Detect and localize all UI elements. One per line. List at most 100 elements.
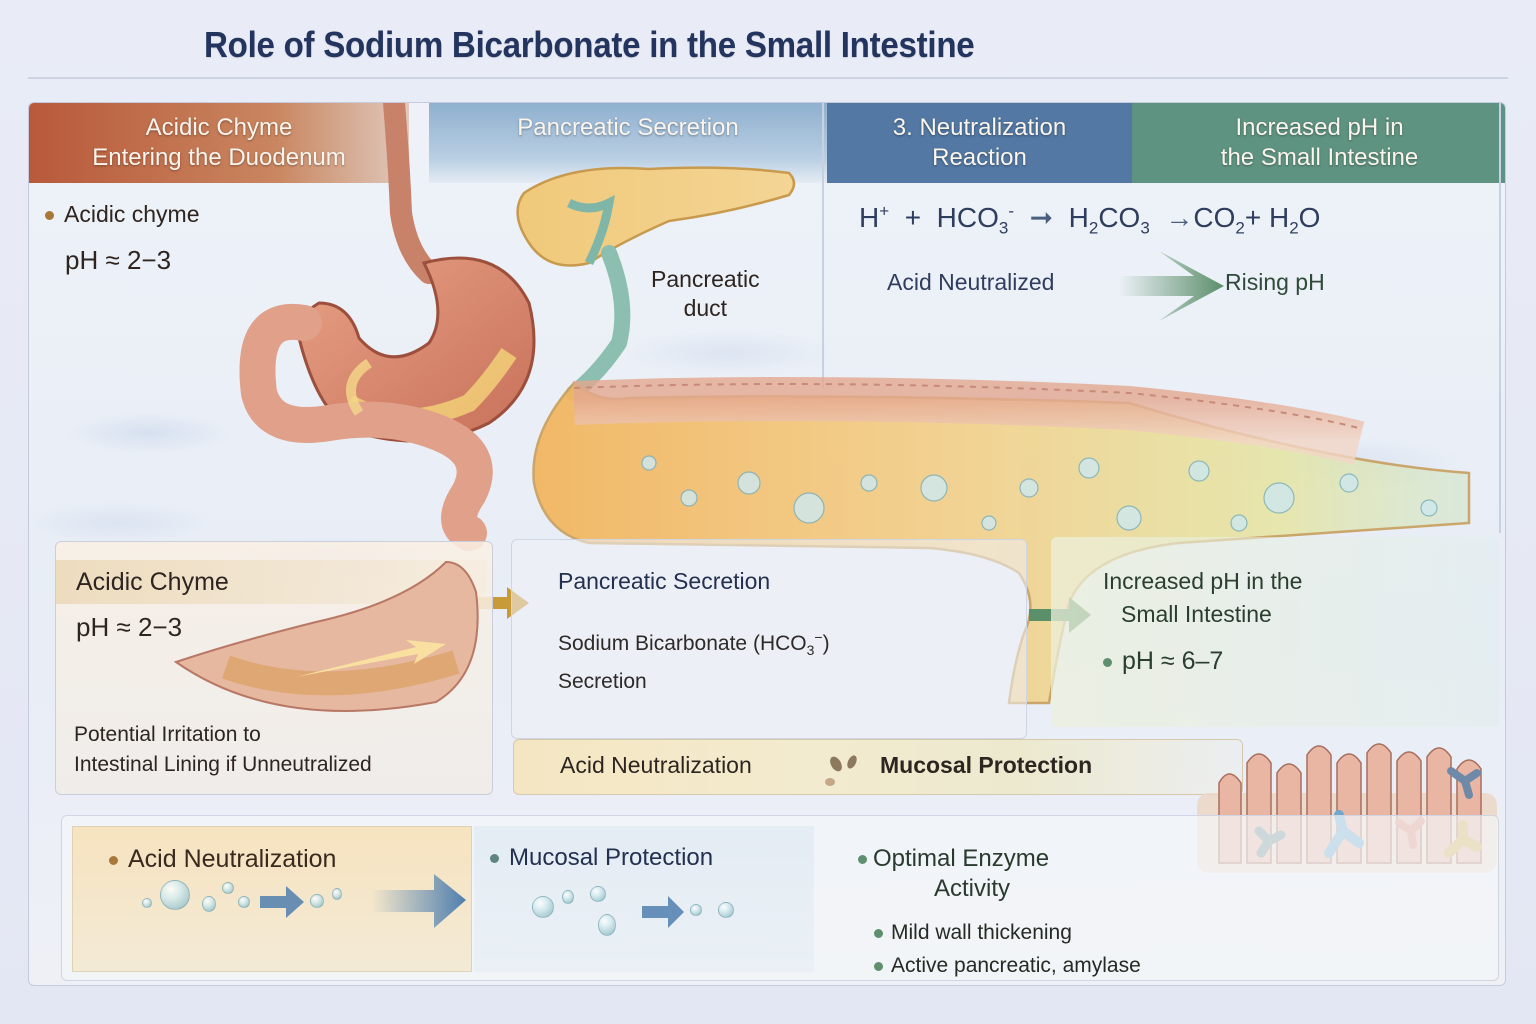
reaction-arrow-icon: ➞ — [1021, 202, 1061, 233]
description-line: Sodium Bicarbonate (HCO3−) — [558, 622, 830, 666]
formula-sub: 3 — [1140, 218, 1150, 238]
formula-sup: - — [1008, 201, 1015, 221]
formula-sub: 2 — [1235, 218, 1245, 238]
panel-title: Pancreatic Secretion — [558, 568, 771, 594]
formula-sub: 2 — [1289, 218, 1299, 238]
secretion-description: Sodium Bicarbonate (HCO3−) Secretion — [558, 622, 830, 697]
bubble-icon — [202, 896, 216, 912]
bullet-text: Acidic chyme — [64, 201, 200, 227]
enzyme-bullets: Mild wall thickening Active pancreatic, … — [874, 916, 1141, 980]
bullet-text: Active pancreatic, amylase — [891, 954, 1141, 977]
enzyme-bullet-item: Active pancreatic, amylase — [874, 949, 1141, 980]
acid-neutralized-label: Acid Neutralized — [887, 269, 1055, 295]
section-divider — [1499, 103, 1501, 533]
mucus-droplet-icon — [825, 755, 857, 786]
label-line: duct — [683, 295, 728, 321]
title-line: Small Intestine — [1121, 601, 1272, 627]
title-line: Activity — [934, 875, 1011, 902]
panel-title: Acidic Chyme — [76, 568, 229, 596]
bicarbonate-bubbles-icon — [641, 455, 1438, 532]
enzyme-bullet-item: Mild wall thickening — [874, 916, 1141, 949]
header-increased-ph: Increased pH in the Small Intestine — [1132, 103, 1505, 183]
bubble-icon — [160, 880, 190, 910]
reaction-arrow-icon: → — [1157, 202, 1194, 233]
bubble-icon — [718, 902, 734, 918]
increased-ph-value: pH ≈ 6–7 — [1103, 647, 1223, 676]
duodenum-icon — [239, 303, 493, 551]
increased-ph-panel: Increased pH in the Small Intestine pH ≈… — [1051, 537, 1499, 727]
card-title-text: Acid Neutralization — [128, 845, 337, 873]
header-line: the Small Intestine — [1220, 144, 1419, 171]
formula-sub: 2 — [1088, 218, 1099, 238]
formula-sup: + — [879, 201, 890, 221]
label-line: Pancreatic — [651, 266, 760, 292]
formula-operator: + — [904, 202, 922, 233]
formula-operator: + — [1244, 202, 1262, 233]
esophagus-icon — [383, 103, 440, 284]
bullet-dot — [874, 961, 883, 971]
diagram-frame: Acidic Chyme Entering the Duodenum Pancr… — [28, 102, 1506, 986]
irritated-intestine-icon — [173, 560, 479, 712]
pancreatic-secretion-panel: Pancreatic Secretion Sodium Bicarbonate … — [511, 539, 1027, 739]
bullet-dot — [874, 928, 883, 938]
note-line: Potential Irritation to — [74, 723, 261, 746]
bullet-text: pH ≈ 6–7 — [1122, 647, 1224, 675]
bubble-icon — [142, 898, 152, 908]
formula-term: CO — [1193, 202, 1236, 233]
header-acidic-chyme: Acidic Chyme Entering the Duodenum — [29, 103, 409, 183]
panel-ph: pH ≈ 2−3 — [76, 612, 183, 642]
formula-sub: 3 — [806, 642, 815, 659]
bubble-icon — [690, 904, 702, 916]
benefit-bar: Acid Neutralization Mucosal Protection — [513, 739, 1243, 795]
header-line: Entering the Duodenum — [92, 144, 346, 171]
formula-term: H — [859, 202, 880, 233]
bullet-dot — [858, 855, 867, 865]
chyme-ph: pH ≈ 2−3 — [65, 245, 172, 275]
header-line: Pancreatic Secretion — [517, 114, 739, 141]
panel-title: Increased pH in the Small Intestine — [1103, 565, 1302, 631]
bullet-dot — [490, 854, 499, 864]
card-title-text: Mucosal Protection — [509, 844, 714, 871]
text-part: ) — [822, 632, 830, 655]
bubble-icon — [532, 896, 554, 918]
pancreas-icon — [516, 166, 796, 267]
text-part: Sodium Bicarbonate (HCO — [558, 632, 807, 655]
header-line: Increased pH in — [1235, 114, 1404, 141]
formula-sub: 3 — [998, 218, 1009, 238]
bubble-icon — [332, 888, 342, 900]
bubble-icon — [310, 894, 324, 908]
note-line: Intestinal Lining if Unneutralized — [74, 753, 372, 776]
card-title: Acid Neutralization — [109, 845, 336, 874]
optimal-enzyme-title: Optimal Enzyme Activity — [858, 844, 1049, 904]
blue-arrow-large-icon — [372, 874, 466, 928]
formula-term: HCO — [936, 202, 999, 233]
pancreatic-duct-label: Pancreatic duct — [651, 265, 760, 323]
description-line: Secretion — [558, 670, 647, 694]
bottom-summary-panel: Acid Neutralization Mucosal Protection — [61, 815, 1499, 981]
acidic-chyme-panel: Acidic Chyme pH ≈ 2−3 Potential Irritati… — [55, 541, 493, 795]
header-neutralization-reaction: 3. Neutralization Reaction — [827, 103, 1132, 183]
irritation-note: Potential Irritation to Intestinal Linin… — [74, 720, 372, 780]
bullet-dot — [45, 211, 54, 221]
formula-term: H — [1068, 202, 1089, 233]
benefit-acid-neutralization: Acid Neutralization — [560, 752, 752, 778]
rising-ph-label: Rising pH — [1225, 269, 1325, 295]
header-line: Reaction — [932, 144, 1027, 171]
bubble-icon — [590, 886, 606, 902]
title-divider — [28, 77, 1508, 79]
blue-arrow-icon — [260, 886, 304, 918]
bubble-icon — [598, 914, 616, 936]
mucosal-protection-card: Mucosal Protection — [474, 826, 814, 972]
formula-sup: − — [814, 629, 823, 645]
page-title: Role of Sodium Bicarbonate in the Small … — [204, 24, 975, 65]
pancreatic-duct-icon — [566, 245, 631, 401]
section-divider — [822, 103, 824, 388]
card-title: Mucosal Protection — [490, 844, 713, 872]
header-line: 3. Neutralization — [892, 114, 1067, 141]
bubble-icon — [222, 882, 234, 894]
formula-term: H — [1268, 202, 1290, 233]
bullet-text: Mild wall thickening — [891, 921, 1072, 944]
bubble-icon — [562, 890, 574, 904]
title-line: Increased pH in the — [1103, 568, 1303, 594]
title-line: Optimal Enzyme — [873, 845, 1050, 872]
